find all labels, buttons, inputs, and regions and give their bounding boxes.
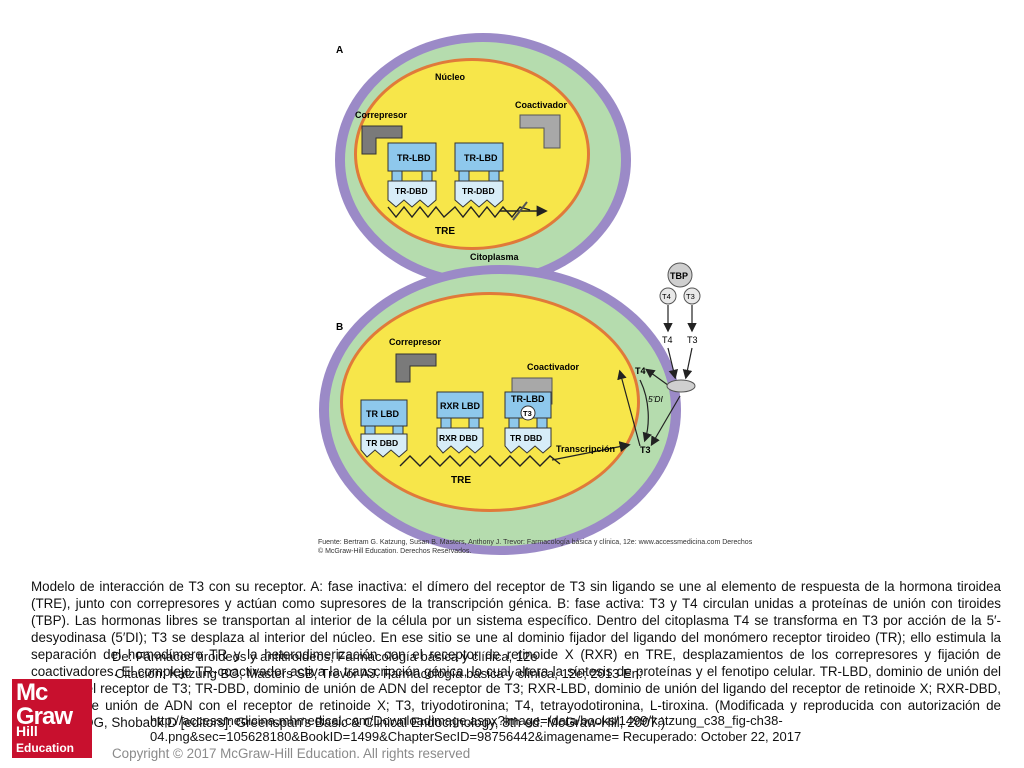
tr-receptor-right-a: [454, 142, 504, 208]
coactivator-shape-a: [519, 114, 561, 149]
tr-dbd-right-a: TR-DBD: [462, 186, 495, 196]
panel-b-letter: B: [336, 322, 343, 333]
t3-circle-label: T3: [686, 292, 695, 301]
panel-a-letter: A: [336, 45, 343, 56]
receptor-diagram: A Núcleo Correpresor Coactivador TR-LBD …: [319, 33, 701, 555]
t4-inside-label: T4: [635, 366, 646, 376]
dna-strand-a: [387, 205, 531, 219]
corepressor-label-a: Correpresor: [355, 110, 408, 120]
tr-dbd-label-b: TR DBD: [366, 438, 398, 448]
corepressor-shape-a: [361, 125, 403, 155]
t4-circle-label: T4: [662, 292, 671, 301]
corepressor-shape-b: [395, 353, 437, 383]
tr-dbd-active-label-b: TR DBD: [510, 433, 542, 443]
tr-monomer-b: [360, 399, 408, 458]
t3-to-nucleus-arrow: [617, 369, 641, 447]
corepressor-label-b: Correpresor: [389, 337, 442, 347]
citation-url-1[interactable]: http://accessmedicina.mhmedical.com/Down…: [150, 713, 783, 728]
t3-to-cell-arrow: [682, 347, 693, 380]
transcription-label-b: Transcripción: [556, 444, 615, 454]
tbp-circle: [667, 262, 693, 288]
transcription-arrow-b: [551, 441, 631, 461]
block-mark-a: [512, 201, 528, 221]
mcgraw-hill-logo: Mc Graw Hill Education: [12, 679, 92, 758]
figure-source-note: Fuente: Bertram G. Katzung, Susan B. Mas…: [318, 539, 753, 555]
rxr-lbd-label-b: RXR LBD: [440, 401, 480, 411]
tr-lbd-left-a: TR-LBD: [397, 153, 431, 163]
tr-lbd-right-a: TR-LBD: [464, 153, 498, 163]
t3-free-label: T3: [687, 335, 698, 345]
tr-dbd-left-a: TR-DBD: [395, 186, 428, 196]
t3-bound-label-b: T3: [523, 409, 532, 418]
coactivator-label-b: Coactivador: [527, 362, 580, 372]
citation-line: Citación: Katzung BG, Masters SB, Trevor…: [115, 666, 643, 681]
citation-url-2[interactable]: 04.png&sec=105628180&BookID=1499&Chapter…: [150, 729, 802, 744]
nucleus-label-a: Núcleo: [435, 72, 466, 82]
tr-lbd-label-b: TR LBD: [366, 409, 399, 419]
logo-line-4: Education: [16, 741, 75, 755]
dna-strand-b: [399, 455, 561, 467]
logo-line-3: Hill: [16, 723, 38, 739]
receptor-diagram-figure: A Núcleo Correpresor Coactivador TR-LBD …: [319, 33, 701, 555]
figure-caption: Modelo de interacción de T3 con su recep…: [31, 579, 1001, 730]
t4-to-t3-conversion-arrow: [639, 379, 652, 443]
tr-lbd-active-label-b: TR-LBD: [511, 394, 545, 404]
rxr-dbd-label-b: RXR DBD: [439, 433, 478, 443]
tbp-label: TBP: [670, 271, 688, 281]
t4-circle: [659, 287, 677, 305]
logo-line-1: Mc: [16, 679, 48, 706]
tre-label-b: TRE: [451, 475, 471, 486]
t3-entry-arrow: [650, 395, 681, 447]
t3-circle: [683, 287, 701, 305]
tre-label-a: TRE: [435, 226, 455, 237]
tr-active-receptor-b: [504, 391, 552, 454]
cytoplasm-label-a: Citoplasma: [470, 252, 520, 262]
t4-free-label: T4: [662, 335, 673, 345]
rxr-receptor-b: [436, 391, 484, 454]
deiodinase-label: 5'DI: [648, 394, 663, 404]
copyright-notice: Copyright © 2017 McGraw-Hill Education. …: [112, 746, 471, 761]
logo-line-2: Graw: [16, 703, 73, 730]
coactivator-label-a: Coactivador: [515, 100, 568, 110]
t3-inside-label: T3: [640, 445, 651, 455]
membrane-transporter: [666, 379, 696, 393]
tr-receptor-left-a: [387, 142, 437, 208]
citation-from: De: Fármacos tiroideos y antitiroideos, …: [112, 649, 538, 664]
t4-to-cell-arrow: [667, 347, 678, 380]
